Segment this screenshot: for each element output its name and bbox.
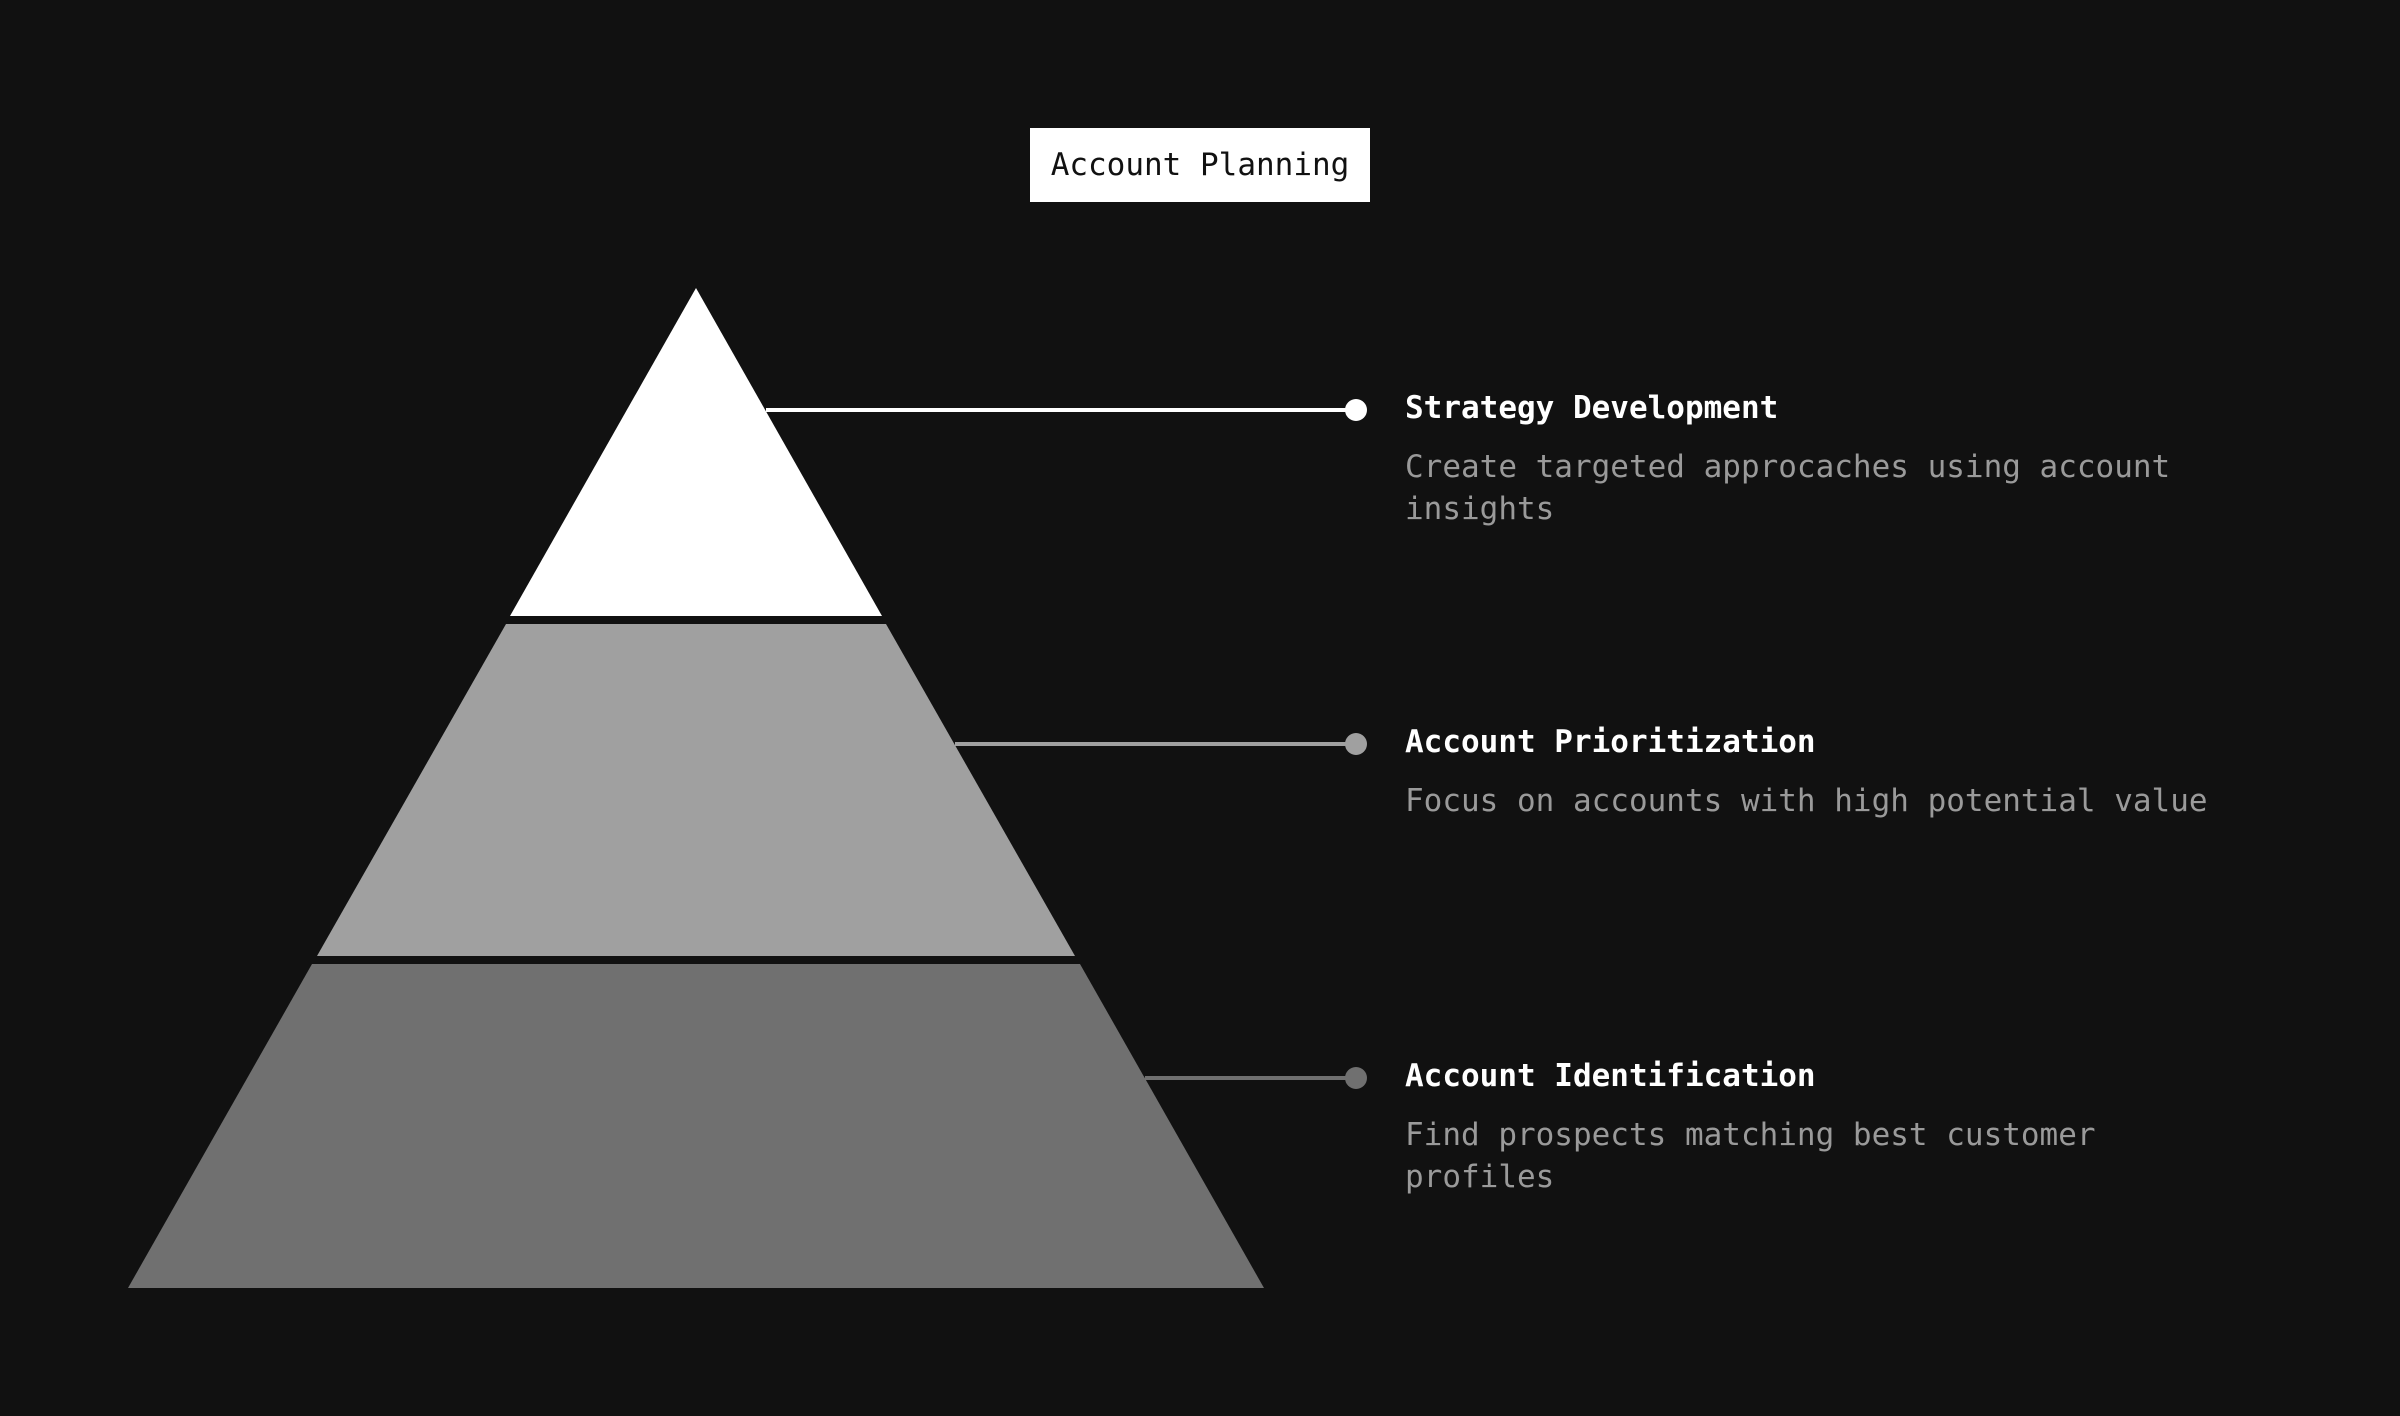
tier-middle-text: Account Prioritization Focus on accounts… <box>1405 722 2225 822</box>
tier-middle-title: Account Prioritization <box>1405 724 1816 760</box>
tier-bottom-connector-dot <box>1345 1067 1367 1089</box>
tier-top-text: Strategy Development Create targeted app… <box>1405 388 2225 530</box>
pyramid-tier-bottom <box>128 964 1264 1288</box>
tier-top-connector-dot <box>1345 399 1367 421</box>
tier-bottom-description: Find prospects matching best customer pr… <box>1405 1117 2096 1195</box>
tier-top-description: Create targeted approcaches using accoun… <box>1405 449 2171 527</box>
tier-middle-connector-dot <box>1345 733 1367 755</box>
tier-middle-description: Focus on accounts with high potential va… <box>1405 783 2208 819</box>
diagram-title: Account Planning <box>1050 147 1350 183</box>
tier-bottom-text: Account Identification Find prospects ma… <box>1405 1056 2225 1198</box>
pyramid-tier-middle <box>317 624 1075 956</box>
diagram-title-box: Account Planning <box>1030 128 1370 202</box>
tier-bottom-title: Account Identification <box>1405 1058 1816 1094</box>
tier-top-title: Strategy Development <box>1405 390 1779 426</box>
pyramid-tier-top <box>510 288 882 616</box>
